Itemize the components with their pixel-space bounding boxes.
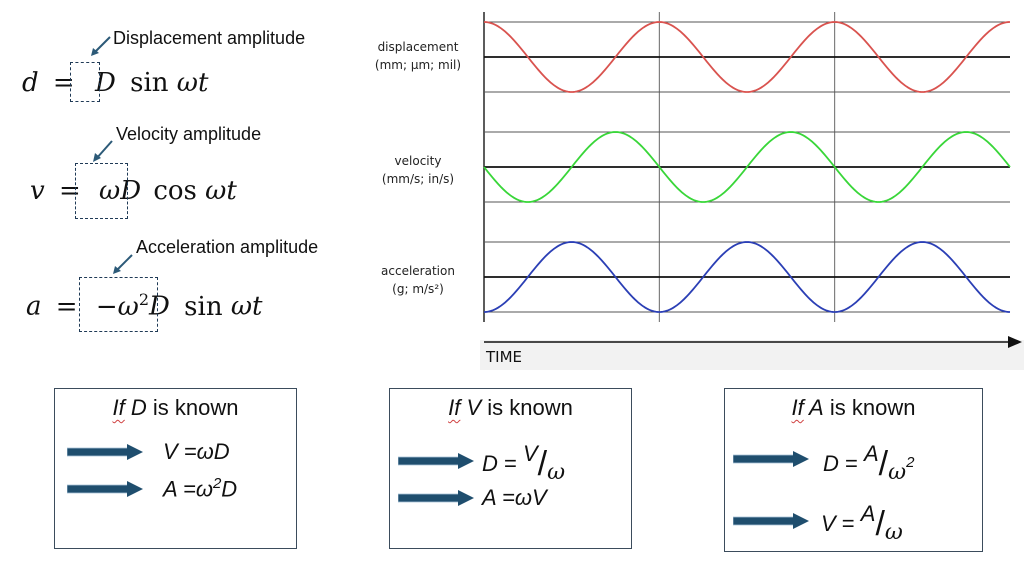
fraction-numerator: A	[860, 501, 876, 526]
fraction-denominator: ω	[884, 520, 903, 545]
wave-label-acceleration: acceleration (g; m/s²)	[368, 262, 468, 298]
block-arrow-icon	[398, 453, 474, 469]
wave-units: (mm/s; in/s)	[381, 172, 455, 186]
velocity-amplitude-label: Velocity amplitude	[116, 124, 262, 144]
block-arrow-icon	[733, 513, 809, 529]
card-title: If A is known	[725, 395, 982, 421]
fraction-denominator: ω	[888, 460, 907, 485]
card-title-var: D	[124, 395, 147, 420]
waveform-chart	[483, 12, 1022, 348]
eq-boxed-exponent: 2	[138, 290, 150, 309]
card-title-rest: is known	[481, 395, 573, 420]
eq-arg: ωt	[205, 176, 237, 206]
block-arrow-icon	[733, 451, 809, 467]
formula-lhs: D	[823, 451, 839, 476]
card-title-rest: is known	[823, 395, 916, 420]
wave-label-velocity: velocity (mm/s; in/s)	[368, 152, 468, 188]
eq-arg: ωt	[176, 68, 209, 98]
wave-label-displacement: displacement (mm; μm; mil)	[368, 38, 468, 74]
card-title-rest: is known	[146, 395, 239, 420]
formula-tail: D	[221, 476, 238, 502]
eq-boxed-base: −ω	[95, 291, 139, 322]
displacement-equation: d = D sin ωt	[22, 68, 208, 98]
card-d-line-1: V =ωD	[163, 439, 230, 465]
card-a-line-1: D = A/ω2	[823, 441, 915, 485]
eq-function: sin	[130, 68, 169, 98]
formula-eq: =	[497, 451, 523, 476]
fraction-slash: /	[878, 445, 889, 483]
wave-quantity: velocity	[394, 154, 442, 168]
formula-lhs: D	[482, 451, 498, 476]
fraction-numerator: V	[522, 441, 538, 466]
eq-lhs: v	[30, 176, 45, 206]
card-title: If V is known	[390, 395, 631, 421]
formula-lhs: V	[163, 439, 178, 464]
fraction-numerator: A	[863, 441, 879, 466]
eq-boxed-tail: D	[149, 291, 170, 322]
eq-lhs: a	[26, 291, 42, 322]
acceleration-amplitude-box	[79, 277, 158, 332]
block-arrow-icon	[67, 481, 143, 497]
time-axis-label: TIME	[486, 348, 523, 366]
eq-function: sin	[184, 291, 223, 322]
card-title-var: V	[460, 395, 482, 420]
formula-lhs: A	[482, 485, 496, 510]
card-title-if: If	[791, 395, 804, 420]
eq-function: cos	[153, 176, 197, 206]
fraction-denominator: ω	[547, 460, 566, 485]
card-title-if: If	[112, 395, 125, 420]
wave-curve-displacement	[483, 21, 1011, 93]
fraction-slash: /	[875, 505, 885, 543]
block-arrow-icon	[67, 444, 143, 460]
acceleration-amplitude-label: Acceleration amplitude	[136, 237, 319, 257]
wave-quantity: acceleration	[381, 264, 455, 278]
formula-exponent: 2	[212, 475, 222, 492]
card-a-line-2: V = A/ω	[821, 501, 903, 545]
wave-units: (g; m/s²)	[392, 282, 444, 296]
formula-rhs: =ωV	[495, 485, 547, 510]
fraction-denominator-exponent: 2	[906, 453, 915, 471]
time-axis-arrowhead	[1008, 336, 1022, 348]
card-if-v-known: If V is known D = V/ω A =ωV	[389, 388, 632, 549]
eq-lhs: d	[22, 68, 39, 98]
wave-quantity: displacement	[377, 40, 459, 54]
formula-eq: =	[838, 451, 864, 476]
pointer-arrow-icon	[93, 140, 113, 162]
pointer-arrow-icon	[91, 36, 111, 56]
eq-arg: ωt	[230, 291, 263, 322]
formula-eq: =	[835, 511, 861, 536]
card-v-line-1: D = V/ω	[482, 441, 565, 485]
fraction-slash: /	[537, 445, 548, 483]
block-arrow-icon	[398, 490, 474, 506]
pointer-arrow-icon	[113, 254, 133, 274]
card-if-d-known: If D is known V =ωD A =ω2D	[54, 388, 297, 549]
formula-lhs: A	[163, 476, 177, 502]
wave-curve-velocity	[483, 131, 1011, 203]
displacement-amplitude-label: Displacement amplitude	[113, 28, 306, 48]
velocity-equation: v = ωD cos ωt	[30, 176, 237, 206]
formula-rhs: =ωD	[177, 439, 230, 464]
formula-lhs: V	[821, 511, 836, 536]
card-v-line-2: A =ωV	[482, 485, 547, 511]
eq-boxed-term: ωD	[99, 176, 142, 206]
displacement-amplitude-box	[70, 62, 100, 102]
wave-curve-acceleration	[483, 241, 1011, 313]
card-title: If D is known	[55, 395, 296, 421]
eq-boxed-term: D	[94, 68, 116, 98]
card-title-var: A	[803, 395, 824, 420]
card-title-if: If	[448, 395, 461, 420]
waveform-panel-bg	[480, 340, 1024, 370]
velocity-amplitude-box	[75, 163, 128, 219]
card-if-a-known: If A is known D = A/ω2 V = A/ω	[724, 388, 983, 552]
formula-rhs: =ω	[176, 476, 213, 502]
card-d-line-2: A =ω2D	[163, 475, 237, 502]
wave-units: (mm; μm; mil)	[374, 58, 462, 72]
acceleration-equation: a = −ω2D sin ωt	[26, 290, 262, 322]
eq-sign: =	[55, 291, 78, 322]
eq-sign: =	[52, 68, 75, 98]
